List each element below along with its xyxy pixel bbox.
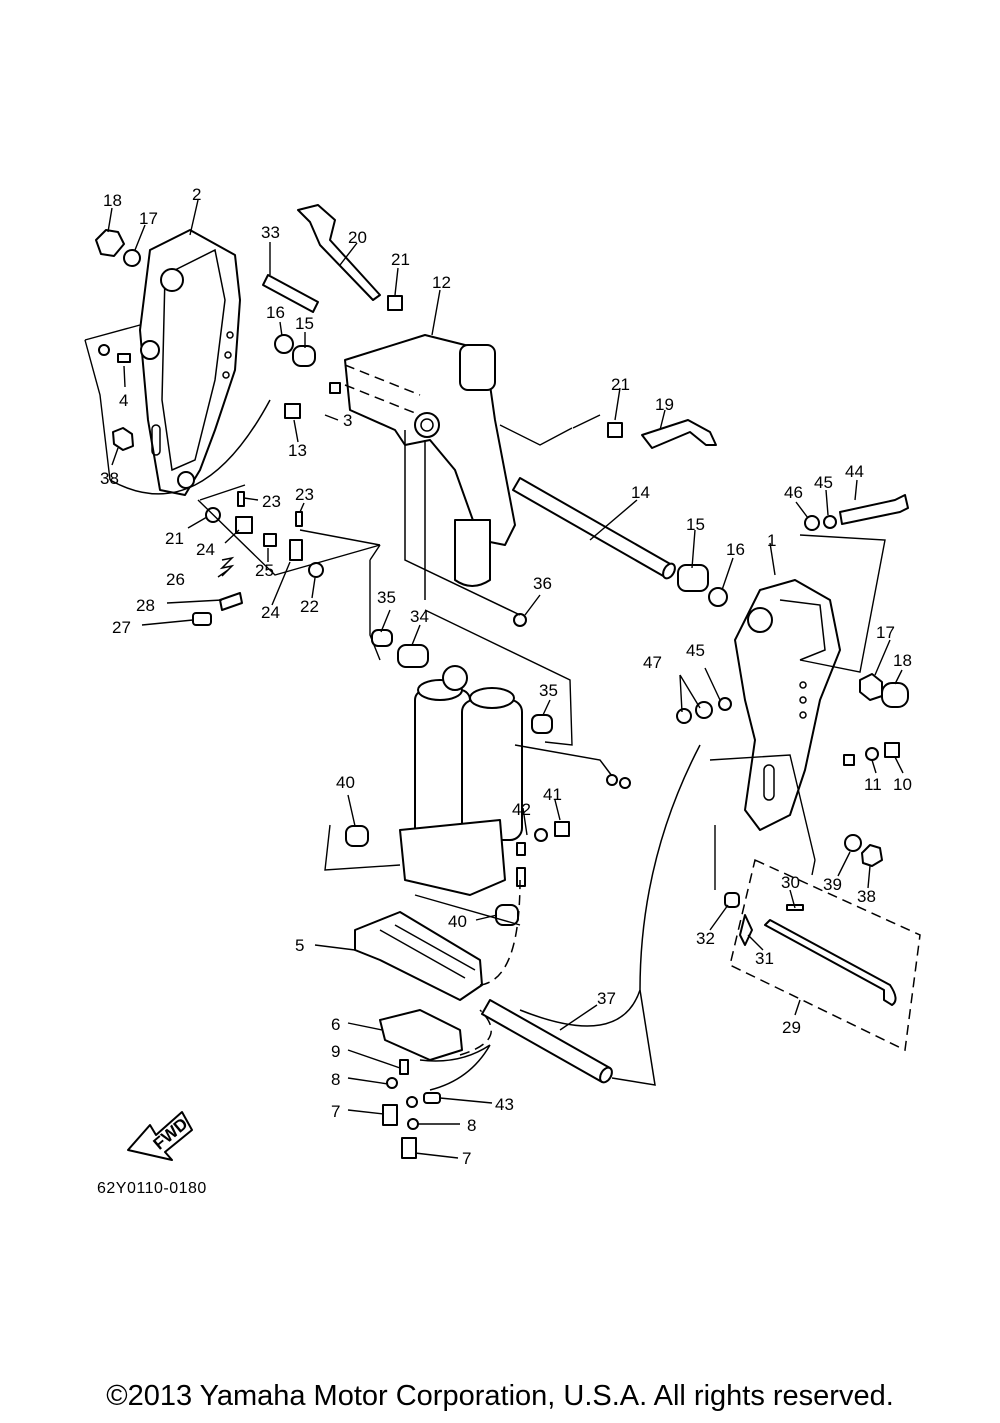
clamp-bracket-left [139,229,241,496]
callout-15b: 15 [686,515,705,534]
callout-41: 41 [543,785,562,804]
callout-30: 30 [781,873,800,892]
callout-37: 37 [597,989,616,1008]
callout-5: 5 [295,936,304,955]
callout-32: 32 [696,929,715,948]
callout-38: 38 [100,469,119,488]
callout-20: 20 [348,228,367,247]
callout-28: 28 [136,596,155,615]
callout-12: 12 [432,273,451,292]
callout-labels: 18 17 2 33 20 21 12 16 15 4 3 13 38 21 1… [100,185,912,1168]
callout-21b: 21 [611,375,630,394]
callout-8: 8 [331,1070,340,1089]
callout-36: 36 [533,574,552,593]
callout-45b: 45 [686,641,705,660]
callout-42: 42 [512,800,531,819]
callout-7: 7 [331,1102,340,1121]
callout-17: 17 [139,209,158,228]
callout-22: 22 [300,597,319,616]
callout-leaders [107,199,904,1159]
trim-lever [641,419,717,449]
callout-13: 13 [288,441,307,460]
callout-4: 4 [119,391,128,410]
callout-23b: 23 [295,485,314,504]
callout-31: 31 [755,949,774,968]
callout-3: 3 [343,411,352,430]
callout-39: 39 [823,875,842,894]
callout-24b: 24 [261,603,280,622]
callout-38b: 38 [857,887,876,906]
callout-23: 23 [262,492,281,511]
callout-27: 27 [112,618,131,637]
callout-15: 15 [295,314,314,333]
fwd-arrow-icon: FWD [127,1111,193,1161]
callout-9: 9 [331,1042,340,1061]
callout-33: 33 [261,223,280,242]
callout-18: 18 [103,191,122,210]
callout-29: 29 [782,1018,801,1037]
callout-19: 19 [655,395,674,414]
callout-21: 21 [391,250,410,269]
callout-26: 26 [166,570,185,589]
subassembly-box-29 [729,858,921,1052]
callout-45: 45 [814,473,833,492]
callout-47: 47 [643,653,662,672]
callout-35: 35 [377,588,396,607]
callout-35b: 35 [539,681,558,700]
callout-14: 14 [631,483,650,502]
callout-44: 44 [845,462,864,481]
pin [262,274,319,313]
callout-6: 6 [331,1015,340,1034]
manifold [354,911,483,1001]
callout-16b: 16 [726,540,745,559]
callout-46: 46 [784,483,803,502]
callout-16: 16 [266,303,285,322]
tilt-lock-lever [297,204,381,301]
callout-7b: 7 [462,1149,471,1168]
callout-2: 2 [192,185,201,204]
diagram-code: 62Y0110-0180 [97,1180,207,1197]
callout-17b: 17 [876,623,895,642]
clamp-bracket-right [734,579,841,831]
lower-bracket [379,1009,463,1061]
callout-8b: 8 [467,1116,476,1135]
callout-34: 34 [410,607,429,626]
callout-10: 10 [893,775,912,794]
callout-11: 11 [864,775,882,794]
power-trim-tilt-unit [399,665,631,896]
group-lines [84,324,886,1091]
callout-18b: 18 [893,651,912,670]
swivel-shaft [512,477,676,580]
callout-25: 25 [255,561,274,580]
callout-1: 1 [767,531,776,550]
copyright-notice: ©2013 Yamaha Motor Corporation, U.S.A. A… [106,1380,894,1412]
callout-21c: 21 [165,529,184,548]
callout-40b: 40 [448,912,467,931]
callout-43: 43 [495,1095,514,1114]
lower-shaft [481,999,613,1084]
callout-24: 24 [196,540,215,559]
swivel-bracket [344,334,516,587]
callout-40: 40 [336,773,355,792]
